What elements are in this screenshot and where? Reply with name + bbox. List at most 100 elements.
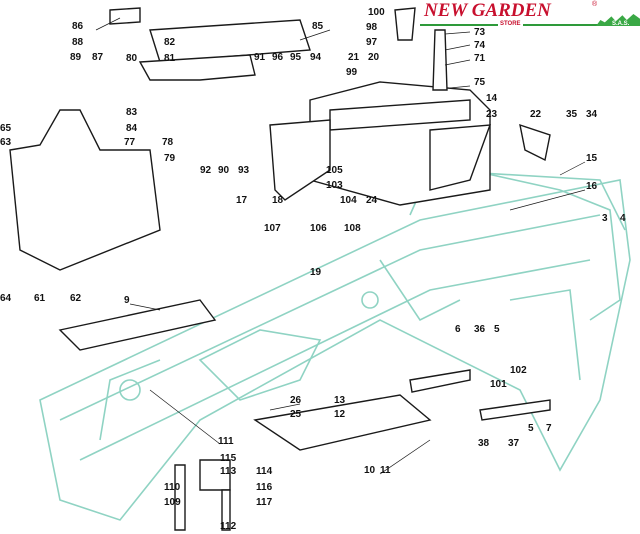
callout-label: 24 xyxy=(366,195,378,206)
callout-label: 90 xyxy=(218,165,230,176)
callout-label: 22 xyxy=(530,109,542,120)
callout-label: 18 xyxy=(272,195,284,206)
callout-label: 19 xyxy=(310,267,322,278)
callout-label: 99 xyxy=(346,67,358,78)
seat-bracket xyxy=(138,54,256,81)
callout-label: 14 xyxy=(486,93,498,104)
callout-label: 116 xyxy=(256,482,273,493)
callout-label: 111 xyxy=(218,436,234,447)
callout-label: 4 xyxy=(620,213,626,224)
callout-label: 13 xyxy=(334,395,346,406)
callout-label: 26 xyxy=(290,395,302,406)
footrest-right xyxy=(253,394,432,451)
bracket-34 xyxy=(519,123,551,162)
callout-label: 34 xyxy=(586,109,598,120)
callout-label: 3 xyxy=(602,213,608,224)
logo-registered: ® xyxy=(592,1,598,8)
callout-label: 5 xyxy=(528,423,534,434)
callout-label: 63 xyxy=(0,137,12,148)
callout-label: 104 xyxy=(340,195,357,206)
dash-side-panel xyxy=(269,119,331,201)
callout-label: 73 xyxy=(474,27,486,38)
callout-label: 64 xyxy=(0,293,12,304)
callout-label: 77 xyxy=(124,137,136,148)
callout-label: 71 xyxy=(474,53,486,64)
callout-label: 85 xyxy=(312,21,324,32)
callout-label: 35 xyxy=(566,109,578,120)
callout-label: 105 xyxy=(326,165,343,176)
footrest-left xyxy=(58,299,217,351)
callout-label: 114 xyxy=(256,466,273,477)
callout-label: 23 xyxy=(486,109,498,120)
callout-label: 83 xyxy=(126,107,138,118)
callout-label: 79 xyxy=(164,153,176,164)
callout-label: 82 xyxy=(164,37,176,48)
chassis-frame xyxy=(39,169,631,521)
link-bar xyxy=(409,369,471,393)
callout-label: 9 xyxy=(124,295,130,306)
leader-lines xyxy=(95,17,586,475)
callout-label: 117 xyxy=(256,497,273,508)
brand-logo: NEW GARDEN ® STORE S.A.S. xyxy=(420,1,640,29)
callout-label: 101 xyxy=(490,379,507,390)
callout-label: 84 xyxy=(126,123,138,134)
callout-label: 11 xyxy=(380,465,391,476)
callout-label: 15 xyxy=(586,153,598,164)
callout-label: 115 xyxy=(220,453,237,464)
callout-label: 95 xyxy=(290,52,302,63)
callout-label: 12 xyxy=(334,409,346,420)
callout-label: 38 xyxy=(478,438,490,449)
parts xyxy=(9,7,551,531)
callout-label: 10 xyxy=(364,465,376,476)
callout-label: 62 xyxy=(70,293,82,304)
callout-label: 20 xyxy=(368,52,380,63)
callout-label: 110 xyxy=(164,482,181,493)
callout-label: 65 xyxy=(0,123,12,134)
callout-label: 61 xyxy=(34,293,46,304)
callout-label: 37 xyxy=(508,438,520,449)
callout-label: 17 xyxy=(236,195,248,206)
callout-label: 25 xyxy=(290,409,302,420)
callout-label: 109 xyxy=(164,497,181,508)
callout-label: 36 xyxy=(474,324,486,335)
pin-112 xyxy=(221,489,231,531)
callout-label: 78 xyxy=(162,137,174,148)
logo-suffix: S.A.S. xyxy=(612,21,630,27)
callout-label: 106 xyxy=(310,223,327,234)
callout-label: 107 xyxy=(264,223,281,234)
callout-label: 6 xyxy=(455,324,461,335)
callout-label: 91 xyxy=(254,52,266,63)
callout-label: 93 xyxy=(238,165,250,176)
seat-hinge xyxy=(109,7,141,25)
callout-label: 7 xyxy=(546,423,552,434)
logo-brand: NEW GARDEN xyxy=(424,0,551,21)
callout-label: 94 xyxy=(310,52,322,63)
spring-bolt xyxy=(432,29,448,91)
callout-label: 113 xyxy=(220,466,237,477)
callout-label: 75 xyxy=(474,77,486,88)
callout-label: 74 xyxy=(474,40,486,51)
seat-plate xyxy=(149,19,311,63)
callout-label: 108 xyxy=(344,223,361,234)
clip xyxy=(394,7,416,41)
callout-label: 98 xyxy=(366,22,378,33)
front-bumper xyxy=(9,109,161,271)
callout-label: 112 xyxy=(220,521,237,532)
logo-sub: STORE xyxy=(498,21,523,28)
callout-label: 87 xyxy=(92,52,104,63)
callout-label: 86 xyxy=(72,21,84,32)
side-cover xyxy=(429,124,492,191)
callout-label: 21 xyxy=(348,52,360,63)
callout-label: 100 xyxy=(368,7,385,18)
callout-label: 102 xyxy=(510,365,527,376)
callout-label: 88 xyxy=(72,37,84,48)
callout-label: 97 xyxy=(366,37,378,48)
pin-109 xyxy=(174,464,186,531)
callout-label: 103 xyxy=(326,180,343,191)
callout-label: 5 xyxy=(494,324,500,335)
callout-label: 16 xyxy=(586,181,598,192)
link-bar-2 xyxy=(479,399,551,421)
callout-label: 81 xyxy=(164,53,176,64)
